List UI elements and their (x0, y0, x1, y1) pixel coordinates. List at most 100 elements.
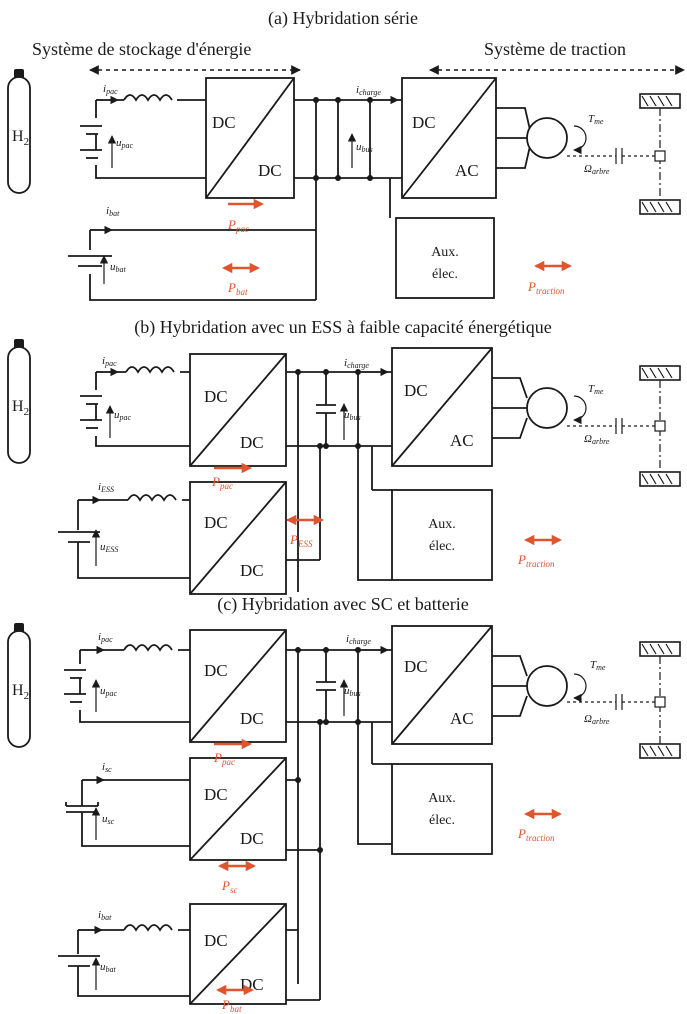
u-bat-label: ubat (110, 261, 127, 274)
svg-text:Ptraction: Ptraction (517, 552, 555, 569)
svg-text:icharge: icharge (344, 357, 369, 370)
supercapacitor-source: isc usc (65, 761, 190, 847)
dc-dc-converter-pac: DC DC (189, 353, 287, 467)
svg-text:ibat: ibat (98, 909, 112, 922)
svg-text:ubat: ubat (100, 961, 117, 974)
p-traction-label: Ptraction (527, 279, 565, 296)
traction-system-label: Système de traction (484, 39, 626, 59)
aux-label: Aux. (431, 245, 459, 260)
panel-a: (a) Hybridation série Système de stockag… (7, 8, 685, 301)
svg-text:ipac: ipac (98, 631, 113, 644)
svg-text:iESS: iESS (98, 481, 114, 494)
svg-text:ubus: ubus (344, 409, 361, 422)
svg-text:Ptraction: Ptraction (517, 826, 555, 843)
dc-label: DC (240, 433, 264, 452)
aux-label: Aux. (428, 517, 456, 532)
svg-text:Pbat: Pbat (221, 997, 242, 1014)
dc-ac-inverter: DC AC (401, 77, 497, 199)
elec-label: élec. (432, 267, 458, 282)
dc-label: DC (240, 709, 264, 728)
svg-text:Ωarbre: Ωarbre (584, 433, 610, 446)
dc-bus: ubus icharge (90, 84, 402, 300)
h2-tank: H2 (7, 69, 31, 194)
electric-motor: Tme Ωarbre (492, 655, 662, 726)
i-bat-label: ibat (106, 205, 120, 218)
ac-label: AC (455, 161, 479, 180)
wheels-axle (639, 93, 681, 215)
panel-b: (b) Hybridation avec un ESS à faible cap… (7, 317, 681, 595)
wheels-axle (639, 365, 681, 487)
dc-bus: ubus icharge (286, 357, 392, 592)
h2-tank: H2 (7, 339, 31, 464)
i-pac-label: ipac (103, 83, 118, 96)
svg-text:H2: H2 (12, 682, 29, 702)
aux-label: Aux. (428, 791, 456, 806)
svg-text:PESS: PESS (289, 532, 313, 549)
fuel-cell-source: ipac upac (80, 83, 206, 179)
dc-label: DC (204, 387, 228, 406)
panel-a-title: (a) Hybridation série (268, 8, 418, 29)
dc-bus: ubus icharge (286, 633, 392, 1001)
aux-elec-block: Aux. élec. (391, 763, 493, 855)
dc-label: DC (240, 561, 264, 580)
svg-text:Tme: Tme (590, 659, 606, 672)
dc-label: DC (240, 829, 264, 848)
dc-dc-converter-bat: DC DC (189, 903, 287, 1005)
dc-label: DC (204, 661, 228, 680)
dc-dc-converter-pac: DC DC (189, 629, 287, 743)
p-pac-label: Ppac (227, 217, 249, 234)
svg-text:Ppac: Ppac (211, 474, 233, 491)
svg-text:upac: upac (100, 685, 118, 698)
battery-source: ibat ubat (68, 205, 316, 301)
elec-label: élec. (429, 539, 455, 554)
dc-label: DC (258, 161, 282, 180)
dc-dc-converter-pac: DC DC (205, 77, 295, 199)
ac-label: AC (450, 709, 474, 728)
p-bat-label: Pbat (227, 280, 248, 297)
fuel-cell-source: ipac upac (64, 631, 190, 723)
svg-text:usc: usc (102, 813, 115, 826)
electric-motor: Tme Ωarbre (492, 377, 662, 446)
svg-text:Psc: Psc (221, 878, 237, 895)
svg-text:H2: H2 (12, 398, 29, 418)
h2-tank: H2 (7, 623, 31, 748)
dc-ac-inverter: DC AC (391, 625, 493, 745)
dc-label: DC (404, 657, 428, 676)
svg-text:icharge: icharge (346, 633, 371, 646)
dc-label: DC (212, 113, 236, 132)
ess-source: iESS uESS (58, 481, 190, 579)
dc-label: DC (204, 785, 228, 804)
svg-text:upac: upac (114, 409, 132, 422)
dc-dc-converter-sc: DC DC (189, 757, 287, 861)
svg-text:Tme: Tme (588, 383, 604, 396)
svg-text:ipac: ipac (102, 355, 117, 368)
battery-source: ibat ubat (58, 909, 190, 997)
aux-elec-block: Aux. élec. (391, 489, 493, 581)
t-me-label: Tme (588, 113, 604, 126)
i-charge-label: icharge (356, 84, 381, 97)
u-pac-label: upac (116, 137, 134, 150)
dc-ac-inverter: DC AC (391, 347, 493, 467)
h2-label: H2 (12, 128, 29, 148)
panel-c-title: (c) Hybridation avec SC et batterie (217, 594, 468, 615)
aux-elec-block: Aux. élec. (395, 217, 495, 299)
wheels-axle (639, 641, 681, 759)
dc-dc-converter-ess: DC DC (189, 481, 287, 595)
svg-text:ubus: ubus (344, 685, 361, 698)
electric-motor: Tme Ωarbre (496, 107, 662, 176)
svg-text:Ωarbre: Ωarbre (584, 713, 610, 726)
dc-label: DC (412, 113, 436, 132)
fuel-cell-source: ipac upac (80, 355, 190, 447)
panel-c: (c) Hybridation avec SC et batterie H2 i… (7, 594, 681, 1014)
svg-text:isc: isc (102, 761, 112, 774)
storage-system-label: Système de stockage d'énergie (32, 39, 251, 59)
u-bus-label: ubus (356, 141, 373, 154)
dc-label: DC (204, 931, 228, 950)
ac-label: AC (450, 431, 474, 450)
omega-label: Ωarbre (584, 163, 610, 176)
panel-b-title: (b) Hybridation avec un ESS à faible cap… (134, 317, 552, 338)
dc-label: DC (404, 381, 428, 400)
svg-text:uESS: uESS (100, 541, 118, 554)
svg-text:Ppac: Ppac (213, 750, 235, 767)
